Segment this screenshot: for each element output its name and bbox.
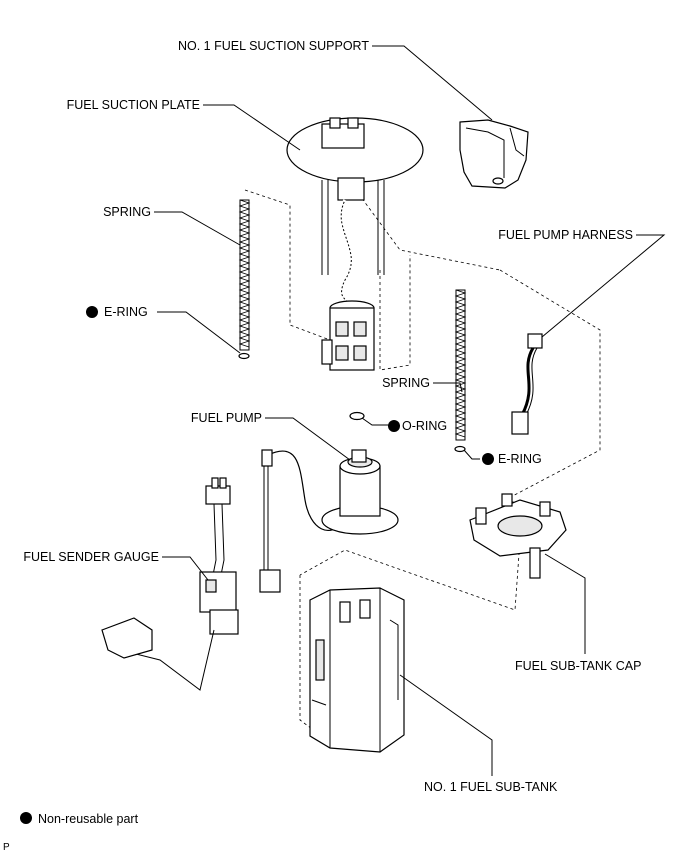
non-reusable-marker-e-ring-left bbox=[86, 306, 98, 318]
fuel-pump bbox=[261, 449, 399, 535]
label-fuel-pump-harness: FUEL PUMP HARNESS bbox=[498, 228, 633, 242]
label-fuel-suction-support: NO. 1 FUEL SUCTION SUPPORT bbox=[178, 39, 369, 53]
label-spring-left: SPRING bbox=[103, 205, 151, 219]
label-o-ring: O-RING bbox=[402, 419, 447, 433]
fuel-pump-harness bbox=[511, 333, 543, 435]
leader-lines bbox=[154, 45, 666, 776]
e-ring-right-part bbox=[454, 445, 466, 453]
legend-text: Non-reusable part bbox=[38, 812, 139, 826]
legend-marker bbox=[20, 812, 32, 824]
spring-left bbox=[238, 199, 251, 360]
label-fuel-sub-tank-cap: FUEL SUB-TANK CAP bbox=[515, 659, 641, 673]
label-spring-right: SPRING bbox=[382, 376, 430, 390]
fuel-sub-tank-cap bbox=[469, 493, 567, 579]
alignment-lines bbox=[244, 154, 601, 736]
label-fuel-pump: FUEL PUMP bbox=[191, 411, 262, 425]
non-reusable-marker-o-ring bbox=[388, 420, 400, 432]
o-ring-part bbox=[349, 411, 365, 421]
fuel-suction-support bbox=[459, 119, 529, 189]
fuel-suction-plate bbox=[286, 117, 424, 371]
non-reusable-marker-e-ring-right bbox=[482, 453, 494, 465]
label-fuel-sub-tank: NO. 1 FUEL SUB-TANK bbox=[424, 780, 558, 794]
fuel-sub-tank bbox=[309, 587, 405, 753]
spring-right bbox=[454, 289, 467, 453]
label-e-ring-right: E-RING bbox=[498, 452, 542, 466]
corner-mark: P bbox=[3, 842, 10, 853]
label-fuel-sender-gauge: FUEL SENDER GAUGE bbox=[23, 550, 159, 564]
label-e-ring-left: E-RING bbox=[104, 305, 148, 319]
label-fuel-suction-plate: FUEL SUCTION PLATE bbox=[67, 98, 200, 112]
fuel-sender-gauge bbox=[101, 466, 281, 691]
e-ring-left-part bbox=[238, 352, 250, 360]
